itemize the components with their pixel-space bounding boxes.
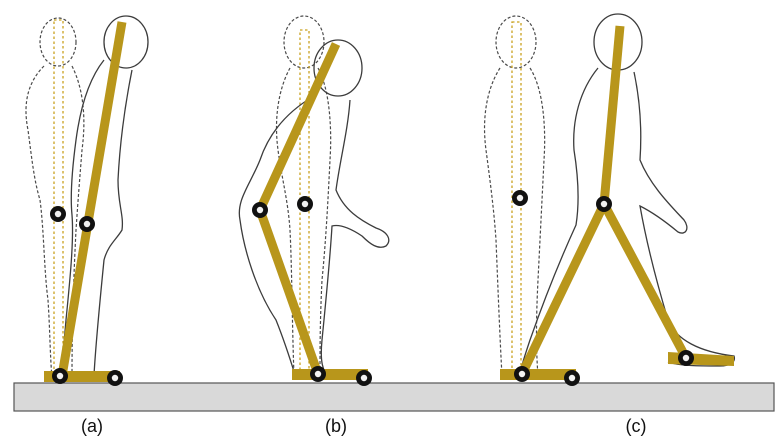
panel-c-walking-outline	[520, 14, 734, 378]
panel-b-toe-joint	[356, 370, 372, 386]
panel-c: (c)	[485, 14, 735, 436]
panel-a-hip-joint-back	[50, 206, 66, 222]
ground-slab	[14, 383, 774, 411]
panel-a-label: (a)	[81, 416, 103, 436]
panel-b-knee-joint	[252, 202, 268, 218]
panel-b-hip-joint	[297, 196, 313, 212]
panel-b: (b)	[239, 16, 388, 436]
panel-c-hip-joint-back	[512, 190, 528, 206]
panel-c-leading-leg-bar	[604, 204, 686, 358]
panel-c-ankle-joint-front	[678, 350, 694, 366]
panel-a: (a)	[26, 16, 148, 436]
panel-a-toe-joint	[107, 370, 123, 386]
panel-b-thigh-bar	[260, 44, 336, 210]
panel-c-trailing-leg-bar	[522, 204, 604, 374]
panel-a-reference-bar	[54, 20, 63, 378]
panel-b-label: (b)	[325, 416, 347, 436]
panel-c-ankle-joint-rear	[514, 366, 530, 382]
panel-c-torso-bar	[604, 26, 620, 204]
panel-b-ankle-joint	[310, 366, 326, 382]
panel-c-toe-joint-rear	[564, 370, 580, 386]
panel-c-label: (c)	[626, 416, 647, 436]
panel-c-hip-joint-front	[596, 196, 612, 212]
panel-a-ankle-joint	[52, 368, 68, 384]
panel-a-hip-joint-front	[79, 216, 95, 232]
